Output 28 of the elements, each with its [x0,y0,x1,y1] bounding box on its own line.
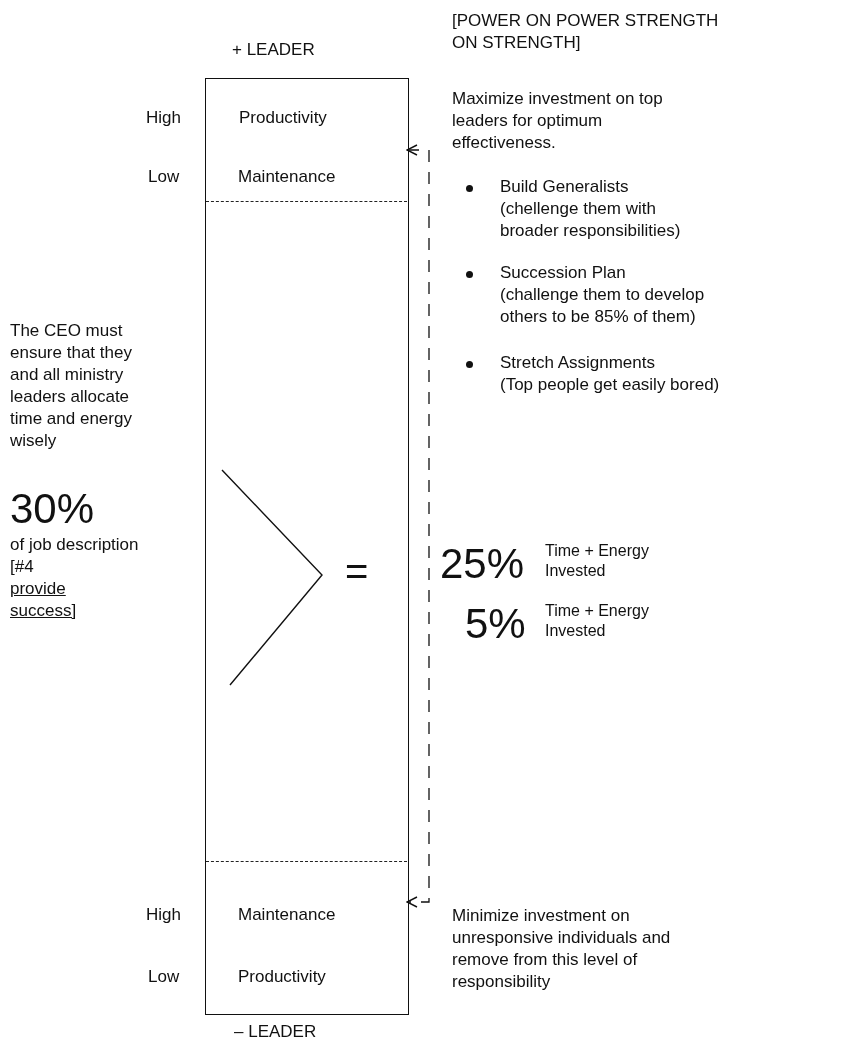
section-label: Maintenance [238,904,336,926]
equals-sign: = [345,548,369,594]
heading-text: [POWER ON POWER STRENGTH ON STRENGTH] [452,10,720,54]
percentage-value: 25% [440,540,525,588]
percentage-value: 30% [10,485,95,533]
column-footer: – LEADER [234,1021,317,1043]
bracket-connector [406,144,430,908]
section-label: Maintenance [238,166,336,188]
level-label: High [146,904,181,926]
bullet-detail: (chellenge them with broader responsibilities) [500,198,682,242]
note-text: Minimize investment on unresponsive individuals and remove from this level of responsibility [452,905,672,993]
section-label: Productivity [238,966,326,988]
section-label: Productivity [239,107,327,129]
percentage-caption: Time + Energy Invested [545,601,650,641]
bullet-detail: (challenge them to develop others to be 85% of them) [500,284,706,328]
bullet-heading: Stretch Assignments [500,352,655,374]
percentage-caption: Time + Energy Invested [545,541,650,581]
level-label: Low [148,166,180,188]
bullet-detail: (Top people get easily bored) [500,374,720,396]
note-text: Maximize investment on top leaders for optimum effectiveness. [452,88,664,154]
bullet-heading: Succession Plan [500,262,626,284]
note-text: provide success] [10,578,78,622]
note-text: The CEO must ensure that they and all ministry leaders allocate time and energy wisely [10,320,133,452]
level-label: Low [148,966,180,988]
bullet-heading: Build Generalists [500,176,629,198]
percentage-value: 5% [465,600,526,648]
level-label: High [146,107,181,129]
column-heading: + LEADER [232,39,315,61]
